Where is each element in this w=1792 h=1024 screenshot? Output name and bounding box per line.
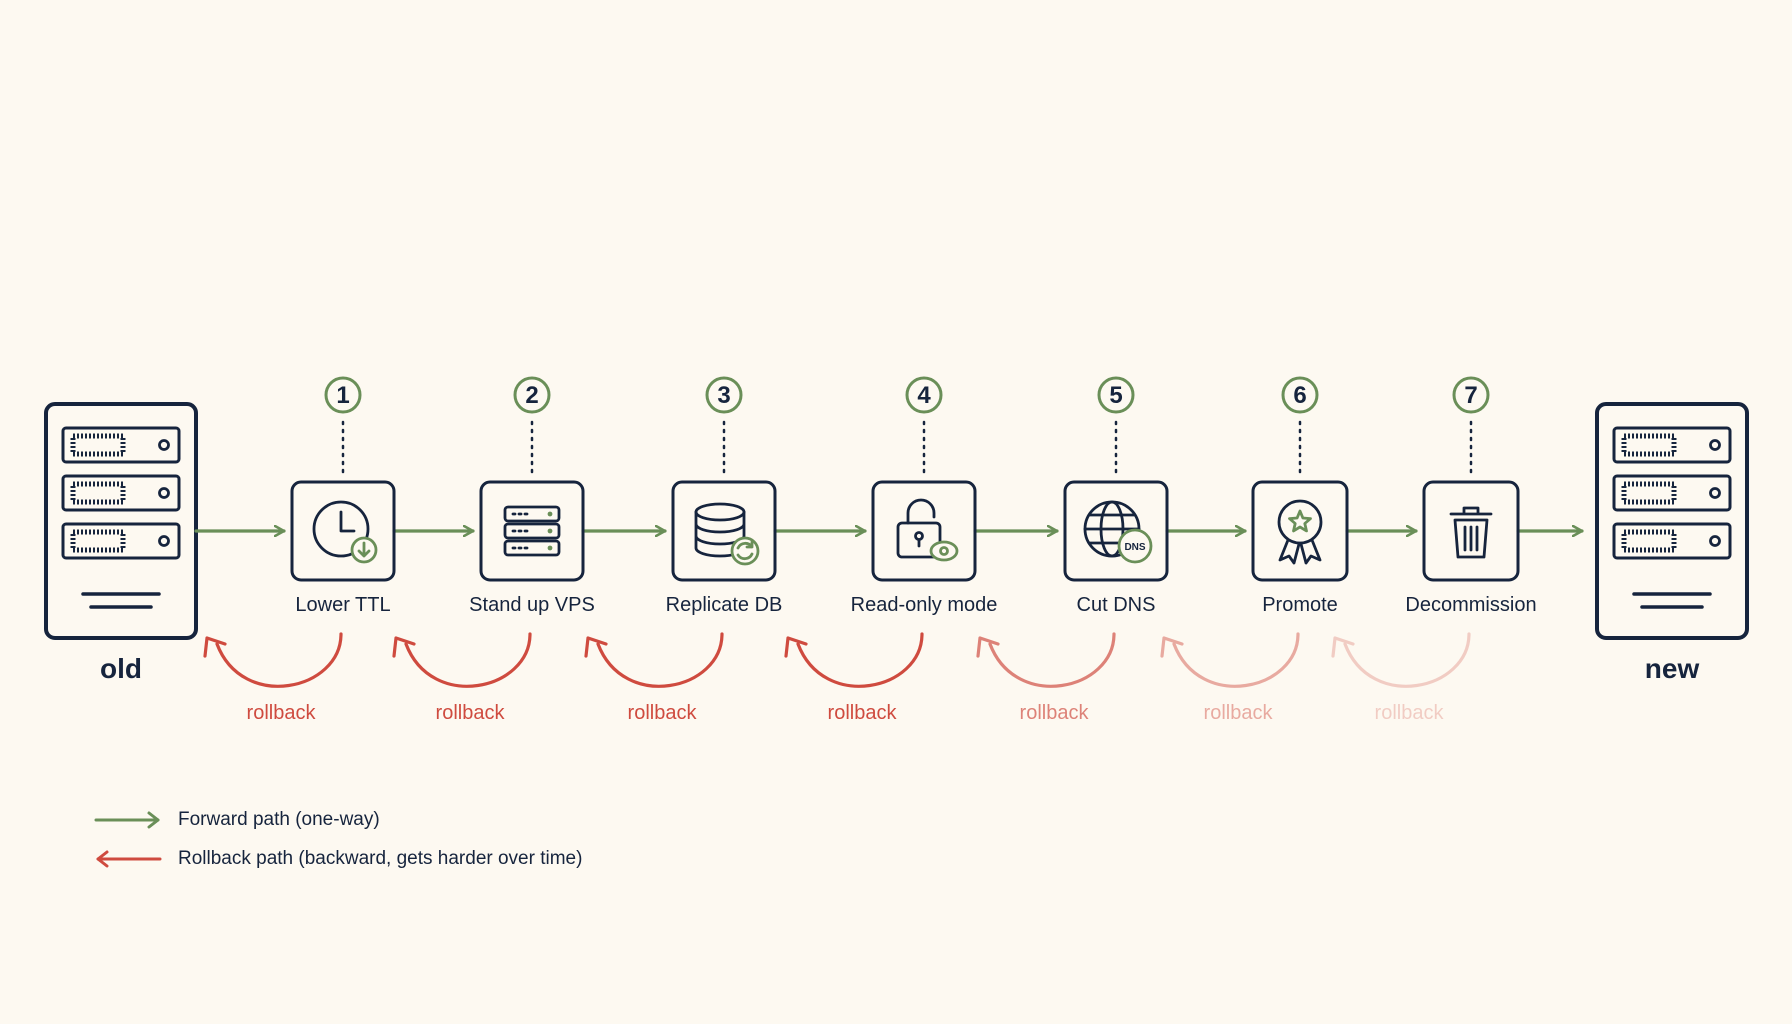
step-box	[1251, 480, 1349, 582]
rollback-arrow-head	[1331, 636, 1355, 658]
legend-rollback: Rollback path (backward, gets harder ove…	[94, 839, 582, 878]
step-number: 3	[717, 382, 730, 409]
rollback-7: rollback	[1331, 632, 1471, 724]
rollback-1: rollback	[203, 632, 343, 724]
legend-forward-label: Forward path (one-way)	[178, 808, 380, 830]
dns-badge-text: DNS	[1124, 542, 1145, 553]
step-number: 1	[336, 382, 349, 409]
rollback-arrow-curve	[988, 632, 1116, 688]
step-number-badge	[905, 376, 943, 414]
step-number-badge	[1452, 376, 1490, 414]
legend-rollback-label: Rollback path (backward, gets harder ove…	[178, 847, 583, 869]
database-sync-icon	[694, 502, 760, 566]
step-label: Replicate DB	[666, 594, 783, 616]
server-stack-icon	[503, 505, 561, 557]
step-number: 5	[1109, 382, 1122, 409]
rollback-arrow-head	[584, 636, 608, 658]
legend: Forward path (one-way) Rollback path (ba…	[94, 800, 582, 878]
rollback-label: rollback	[1020, 702, 1090, 724]
step-number: 7	[1464, 382, 1477, 409]
step-label: Promote	[1262, 594, 1338, 616]
rollback-4: rollback	[784, 632, 924, 724]
rollback-label: rollback	[628, 702, 698, 724]
trash-icon	[1449, 506, 1493, 559]
rollback-arrow-head	[784, 636, 808, 658]
server-old-icon	[44, 402, 198, 640]
server-new-icon	[1595, 402, 1749, 640]
step-label: Cut DNS	[1077, 594, 1156, 616]
rollback-arrow-head	[392, 636, 416, 658]
lock-eye-icon	[896, 498, 959, 562]
step-box	[290, 480, 396, 582]
step-box	[479, 480, 585, 582]
server-old-label: old	[100, 653, 142, 684]
rollback-label: rollback	[247, 702, 317, 724]
rollback-arrow-curve	[1172, 632, 1300, 688]
step-number: 6	[1293, 382, 1306, 409]
rollback-arrow-curve	[404, 632, 532, 688]
rollback-label: rollback	[436, 702, 506, 724]
rollback-3: rollback	[584, 632, 724, 724]
step-number: 4	[917, 382, 931, 409]
step-number-badge	[705, 376, 743, 414]
step-number-badge	[1281, 376, 1319, 414]
legend-forward: Forward path (one-way)	[94, 800, 582, 839]
rollback-arrow-curve	[596, 632, 724, 688]
rollback-arrow-icon	[96, 850, 162, 867]
step-number-badge	[513, 376, 551, 414]
rollback-arrow-curve	[796, 632, 924, 688]
rollback-arrow-head	[976, 636, 1000, 658]
step-box	[671, 480, 777, 582]
award-ribbon-icon	[1277, 499, 1323, 565]
step-box	[1063, 480, 1169, 582]
rollback-arrow-curve	[1343, 632, 1471, 688]
rollback-label: rollback	[828, 702, 898, 724]
step-label: Lower TTL	[295, 594, 390, 616]
rollback-5: rollback	[976, 632, 1116, 724]
rollback-6: rollback	[1160, 632, 1300, 724]
rollback-label: rollback	[1204, 702, 1274, 724]
step-box	[871, 480, 977, 582]
rollback-arrow-head	[203, 636, 227, 658]
step-number: 2	[525, 382, 538, 409]
step-label: Read-only mode	[851, 594, 998, 616]
rollback-2: rollback	[392, 632, 532, 724]
step-label: Stand up VPS	[469, 594, 595, 616]
step-label: Decommission	[1405, 594, 1536, 616]
clock-download-icon	[312, 500, 378, 564]
step-number-badge	[1097, 376, 1135, 414]
forward-arrow-icon	[94, 811, 160, 828]
globe-dns-icon: DNS	[1083, 500, 1153, 564]
rollback-label: rollback	[1375, 702, 1445, 724]
step-number-badge	[324, 376, 362, 414]
rollback-arrow-head	[1160, 636, 1184, 658]
rollback-arrow-curve	[215, 632, 343, 688]
server-new-label: new	[1645, 653, 1700, 684]
step-box	[1422, 480, 1520, 582]
